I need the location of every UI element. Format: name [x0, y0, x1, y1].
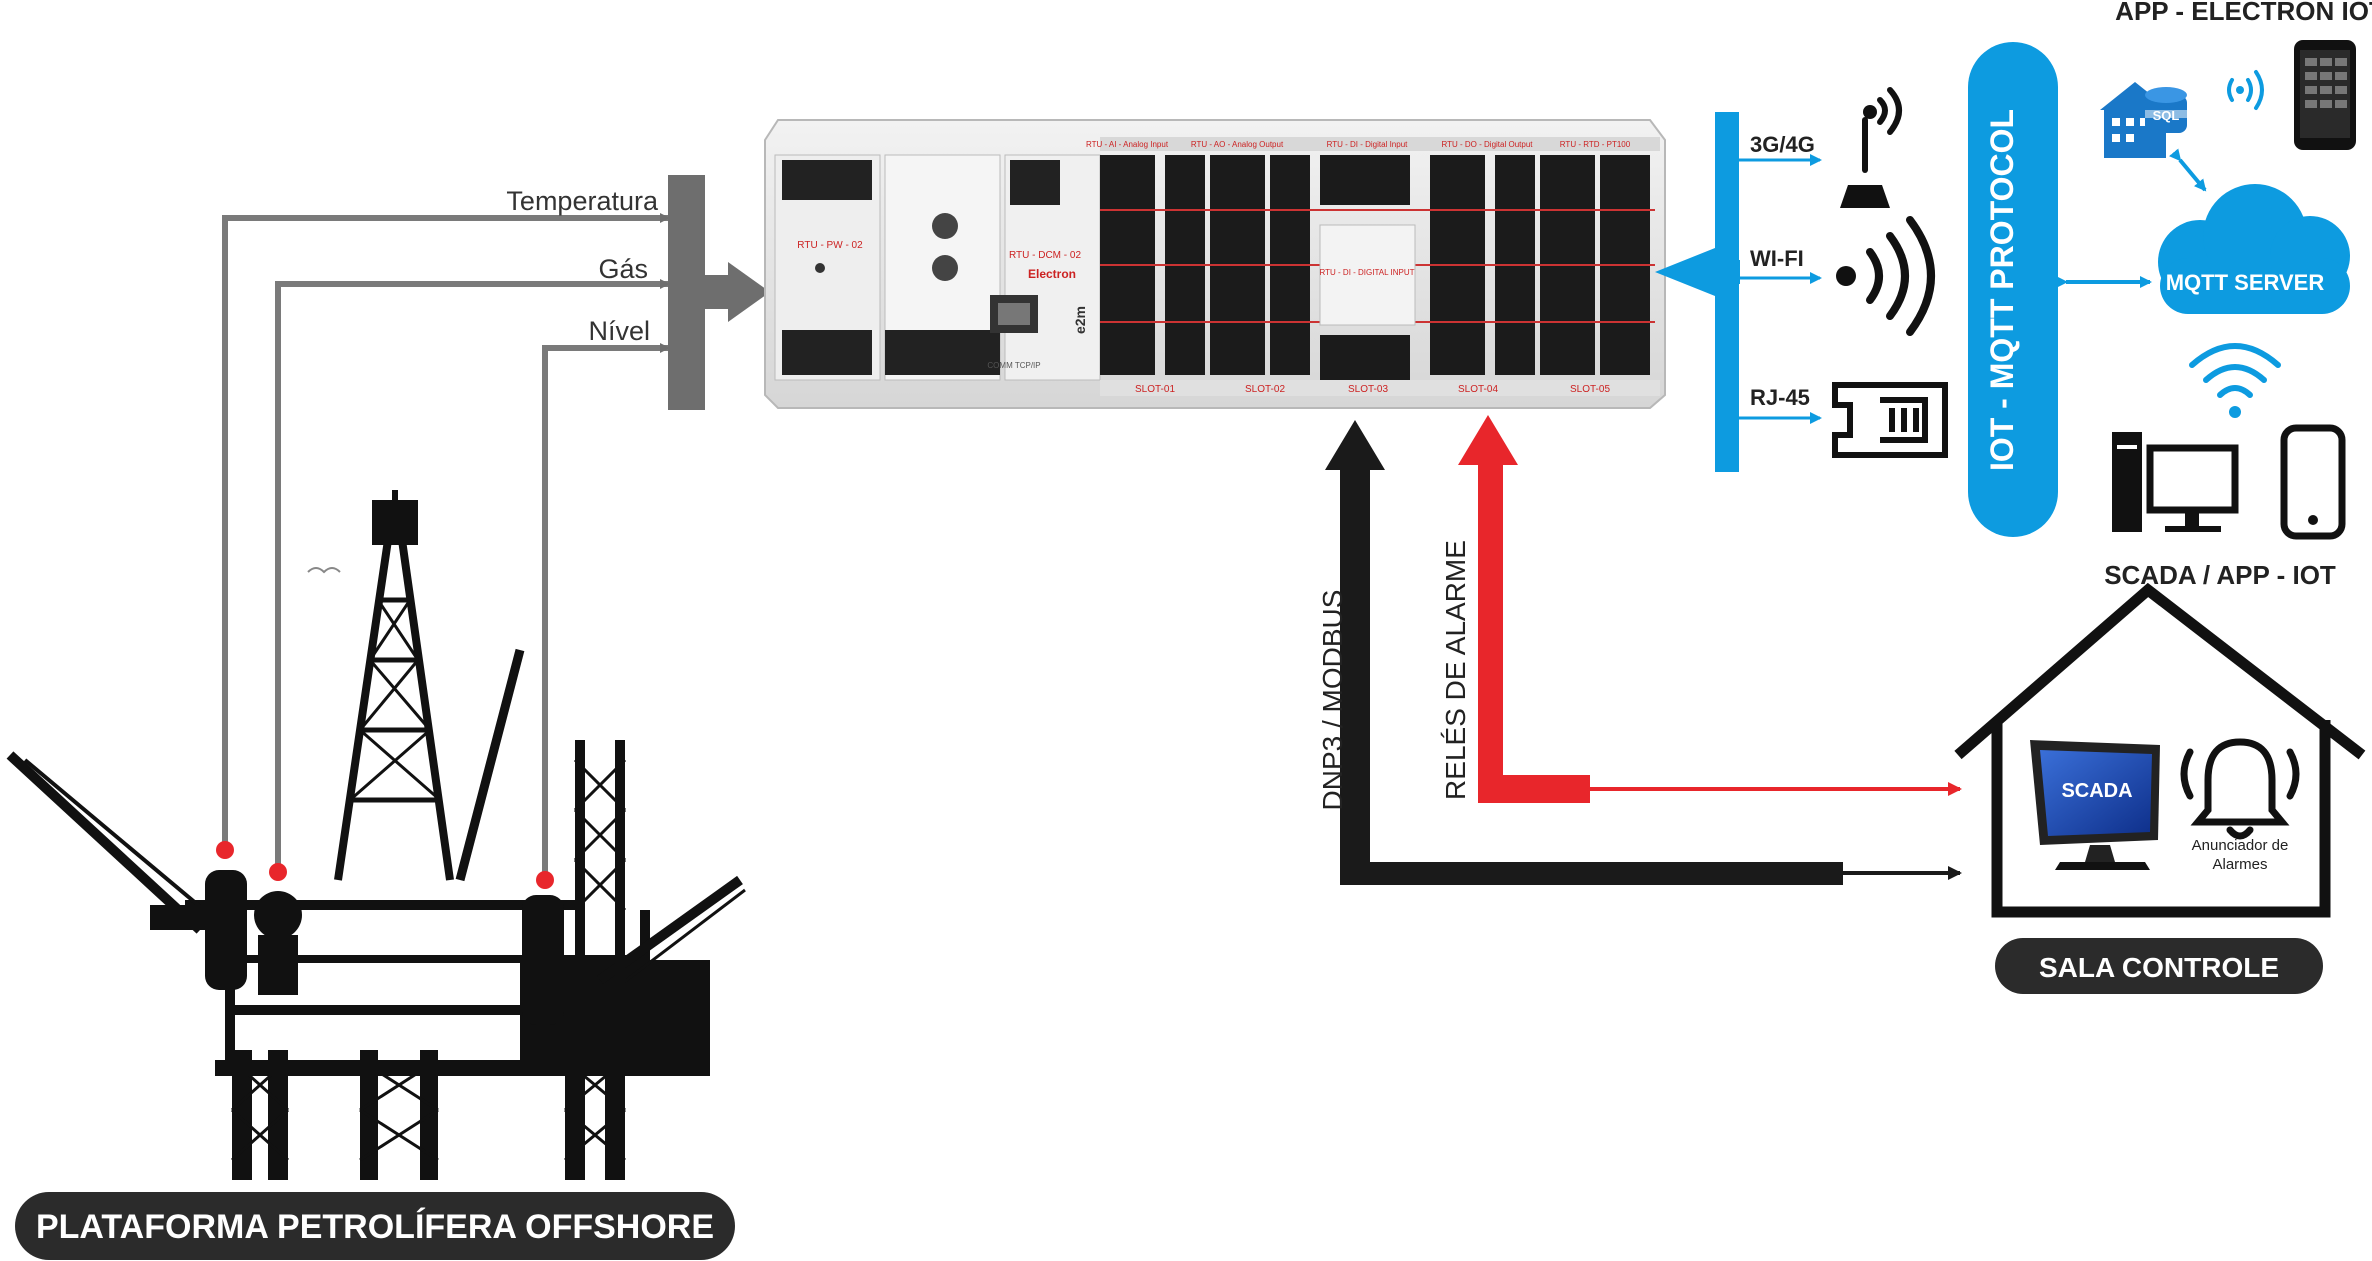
comm-label-3g4g: 3G/4G	[1750, 132, 1815, 157]
control-room-house	[1954, 582, 2366, 918]
slot-header-5: RTU - RTD - PT100	[1560, 140, 1631, 149]
dnp3-modbus-label: DNP3 / MODBUS	[1317, 590, 1348, 811]
control-room-pill	[1995, 938, 2323, 994]
mobile-icon	[2280, 424, 2346, 540]
rtu-comm-port: COMM TCP/IP	[987, 361, 1040, 370]
rtu-logo: Electron	[1028, 267, 1076, 281]
slot-header-1: RTU - AI - Analog Input	[1086, 140, 1169, 149]
app-title: APP - ELECTRON IOT	[2115, 0, 2372, 26]
rtu-module-dcm: RTU - DCM - 02	[1009, 250, 1081, 261]
phone-app-icon	[2294, 40, 2356, 150]
slot-header-3: RTU - DI - Digital Input	[1327, 140, 1409, 149]
annunciator-line1: Anunciador de	[2192, 837, 2289, 854]
sensor-label-gas: Gás	[598, 254, 648, 284]
comms-bus	[1655, 112, 1822, 472]
database-icon	[2100, 82, 2187, 158]
small-wifi-icon	[2227, 70, 2264, 110]
slot-label-1: SLOT-01	[1135, 384, 1175, 395]
db-cloud-link	[2168, 148, 2207, 192]
slot-label-4: SLOT-04	[1458, 384, 1498, 395]
mqtt-protocol-pill	[1968, 42, 2058, 537]
sql-label: SQL	[2153, 108, 2180, 123]
mqtt-cloud-icon	[2158, 184, 2350, 314]
slot-label-2: SLOT-02	[1245, 384, 1285, 395]
cloud-wifi-icon	[2189, 343, 2281, 418]
rj45-icon	[1832, 382, 1948, 458]
slot-label-5: SLOT-05	[1570, 384, 1610, 395]
dnp3-modbus-arrow	[1325, 420, 1962, 885]
comm-label-wifi: WI-FI	[1750, 246, 1804, 271]
scada-app-label: SCADA / APP - IOT	[2104, 560, 2336, 590]
rtu-module-pw: RTU - PW - 02	[797, 240, 863, 251]
control-room-label: SALA CONTROLE	[2039, 952, 2279, 983]
alarm-bell-icon	[2180, 738, 2300, 840]
platform-label: PLATAFORMA PETROLÍFERA OFFSHORE	[36, 1208, 714, 1246]
scada-screen-label: SCADA	[2061, 780, 2132, 802]
alarm-relays-label: RELÉS DE ALARME	[1440, 540, 1471, 800]
slot-header-2: RTU - AO - Analog Output	[1191, 140, 1284, 149]
slot-header-4: RTU - DO - Digital Output	[1442, 140, 1534, 149]
alarm-relays-arrow	[1458, 415, 1962, 803]
slot-label-3: SLOT-03	[1348, 384, 1388, 395]
sensor-lines	[216, 175, 770, 889]
annunciator-line2: Alarmes	[2212, 856, 2267, 873]
mqtt-server-label: MQTT SERVER	[2166, 270, 2325, 295]
rtu-di-center-label: RTU - DI - DIGITAL INPUT	[1320, 268, 1415, 277]
scada-monitor-icon	[2030, 740, 2160, 870]
antenna-icon	[1840, 87, 1902, 208]
sensor-label-level: Nível	[588, 316, 650, 346]
offshore-platform-icon	[6, 490, 746, 1180]
wifi-icon	[1836, 216, 1935, 336]
pc-icon	[2112, 432, 2239, 532]
mqtt-protocol-label: IOT - MQTT PROTOCOL	[1984, 109, 2020, 471]
comm-label-rj45: RJ-45	[1750, 385, 1810, 410]
rtu-device	[764, 119, 1666, 409]
sensor-label-temperature: Temperatura	[506, 186, 659, 216]
rtu-brand-vertical: e2m	[1072, 306, 1088, 334]
platform-label-pill	[15, 1192, 735, 1260]
